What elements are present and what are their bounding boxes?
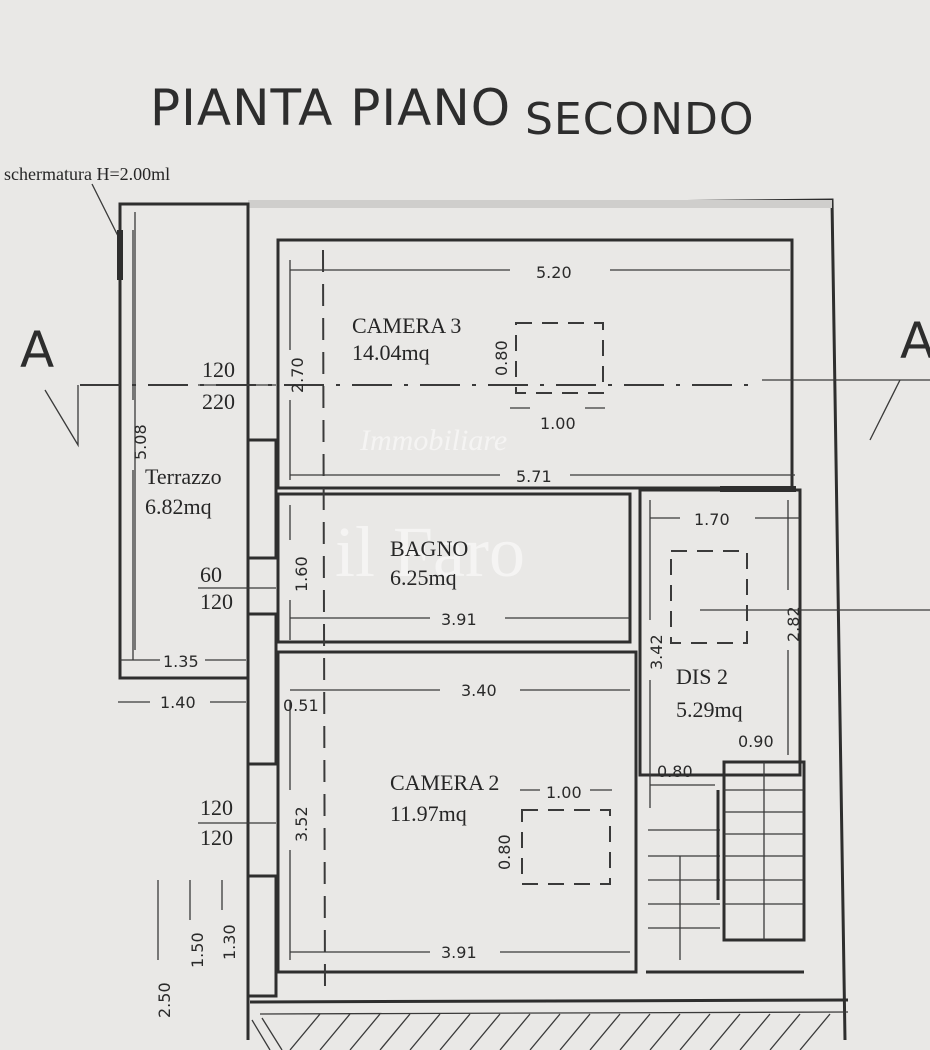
dim-3-42: 3.42 bbox=[647, 634, 666, 670]
dim-0-90: 0.90 bbox=[738, 732, 774, 751]
dim-3-91-b: 3.91 bbox=[441, 943, 477, 962]
opening-3-bottom: 120 bbox=[200, 825, 233, 850]
camera2-outline bbox=[276, 650, 638, 974]
pier-3 bbox=[246, 874, 278, 998]
dis2-area: 5.29mq bbox=[676, 697, 743, 722]
bagno-area: 6.25mq bbox=[390, 565, 457, 590]
dim-1-60: 1.60 bbox=[292, 556, 311, 592]
dis2-name: DIS 2 bbox=[676, 664, 728, 689]
watermark-text-small: Immobiliare bbox=[359, 424, 507, 457]
dis2-door-sill bbox=[720, 486, 796, 492]
axis-line bbox=[322, 249, 326, 991]
terrazzo-name: Terrazzo bbox=[145, 464, 222, 489]
dimension-lines bbox=[118, 230, 800, 960]
camera3-outline bbox=[276, 238, 794, 490]
dim-1-00-a: 1.00 bbox=[540, 414, 576, 433]
dim-1-35: 1.35 bbox=[163, 652, 199, 671]
dis2-cabinet bbox=[670, 550, 748, 644]
opening-2-top: 60 bbox=[200, 562, 222, 587]
camera3-area: 14.04mq bbox=[352, 340, 430, 365]
section-line bbox=[44, 379, 930, 448]
plan-title-second: SECONDO bbox=[525, 94, 755, 145]
dim-3-40: 3.40 bbox=[461, 681, 497, 700]
pier-2 bbox=[246, 612, 278, 766]
dim-1-00-b: 1.00 bbox=[546, 783, 582, 802]
dim-5-08: 5.08 bbox=[131, 424, 150, 460]
camera3-name: CAMERA 3 bbox=[352, 313, 461, 338]
bagno-name: BAGNO bbox=[390, 536, 468, 561]
dim-2-50: 2.50 bbox=[155, 982, 174, 1018]
dim-5-71: 5.71 bbox=[516, 467, 552, 486]
section-marker-left: A bbox=[20, 321, 55, 379]
terrazzo-area: 6.82mq bbox=[145, 494, 212, 519]
dim-3-91-a: 3.91 bbox=[441, 610, 477, 629]
dim-0-80-b: 0.80 bbox=[657, 762, 693, 781]
dis2-outline bbox=[638, 488, 802, 777]
dim-3-52: 3.52 bbox=[292, 806, 311, 842]
dim-2-82: 2.82 bbox=[784, 606, 803, 642]
outer-wall bbox=[246, 198, 847, 1041]
wall-fill-top bbox=[248, 200, 832, 208]
dim-0-80-c: 0.80 bbox=[495, 834, 514, 870]
dim-1-30: 1.30 bbox=[220, 924, 239, 960]
dim-0-80-a: 0.80 bbox=[492, 340, 511, 376]
opening-2-bottom: 120 bbox=[200, 589, 233, 614]
staircase bbox=[646, 760, 806, 974]
dim-0-51: 0.51 bbox=[283, 696, 319, 715]
note-leader bbox=[91, 183, 121, 241]
pier-1 bbox=[246, 438, 278, 560]
dim-1-50: 1.50 bbox=[188, 932, 207, 968]
opening-1-top: 120 bbox=[202, 357, 235, 382]
camera2-name: CAMERA 2 bbox=[390, 770, 499, 795]
opening-1-bottom: 220 bbox=[202, 389, 235, 414]
screening-note: schermatura H=2.00ml bbox=[4, 164, 170, 184]
bagno-outline bbox=[276, 492, 632, 644]
section-marker-right: A bbox=[900, 312, 930, 370]
camera2-area: 11.97mq bbox=[390, 801, 467, 826]
plan-title: PIANTA PIANO bbox=[150, 79, 511, 137]
camera3-wardrobe bbox=[515, 322, 604, 394]
camera2-wardrobe bbox=[521, 809, 611, 885]
dim-1-70: 1.70 bbox=[694, 510, 730, 529]
dim-5-20: 5.20 bbox=[536, 263, 572, 282]
watermark-logo: il Faro bbox=[335, 512, 525, 592]
dim-2-70: 2.70 bbox=[288, 357, 307, 393]
dim-1-40: 1.40 bbox=[160, 693, 196, 712]
hatch-band bbox=[249, 998, 849, 1050]
terrace-parapet bbox=[117, 230, 123, 280]
opening-3-top: 120 bbox=[200, 795, 233, 820]
